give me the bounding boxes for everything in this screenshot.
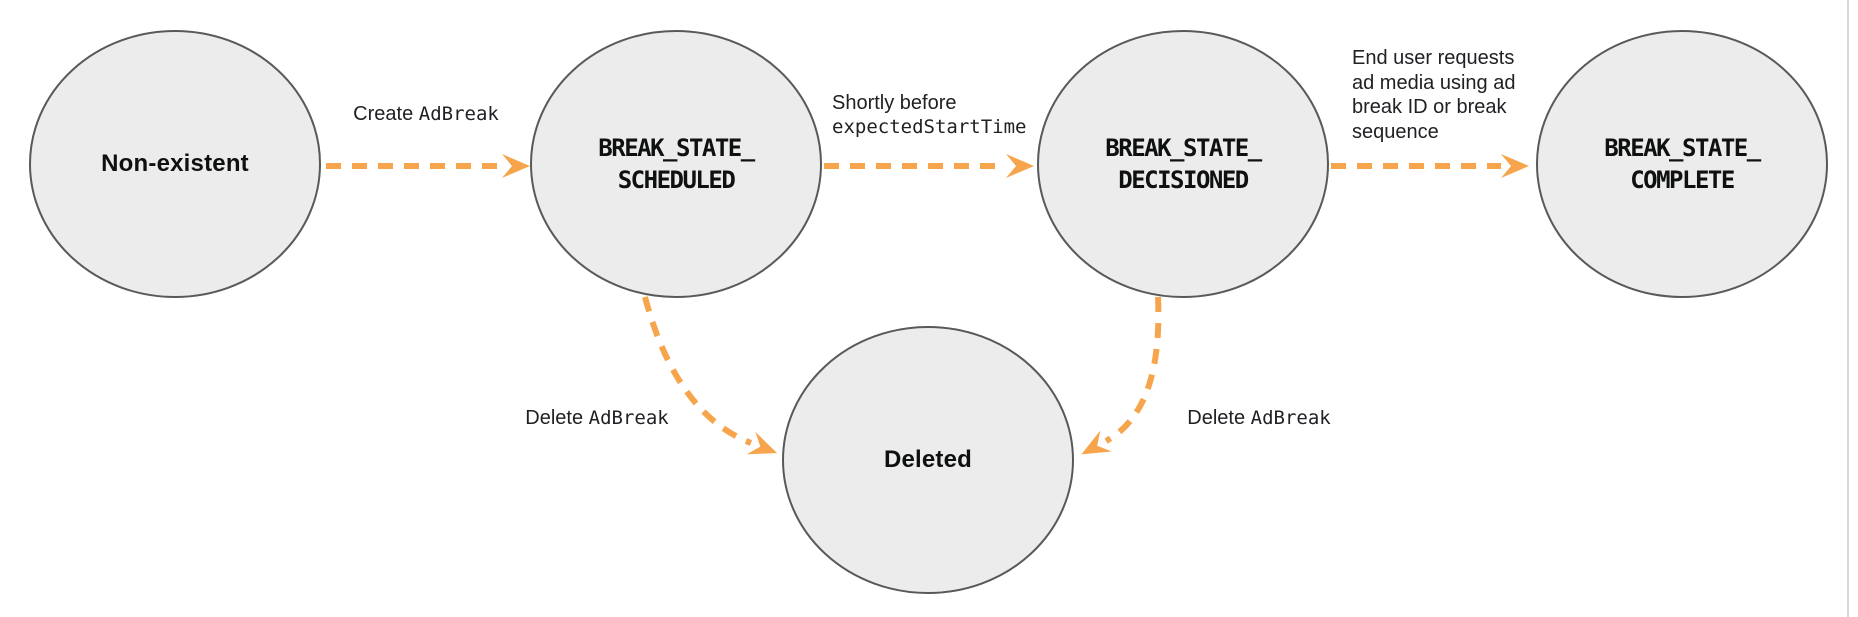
edge-arrow-delete-adbreak-from-decisioned: [1081, 296, 1162, 455]
state-circle-deleted: [782, 326, 1074, 594]
edge-label-shortly-before: Shortly before expectedStartTime: [832, 91, 1026, 139]
edge-label-code: AdBreak: [1250, 406, 1331, 429]
edge-label-end-user-requests: End user requests ad media using ad brea…: [1352, 46, 1515, 144]
edge-label-line: ad media using ad: [1352, 71, 1516, 94]
edge-label-text: Delete: [1187, 406, 1251, 429]
edge-label-code: AdBreak: [418, 102, 499, 125]
edge-label-line: sequence: [1352, 120, 1439, 143]
state-circle-break-state-decisioned: [1037, 30, 1329, 298]
edge-label-line: break ID or break: [1352, 96, 1507, 118]
edge-label-text: Shortly before: [832, 92, 957, 114]
edge-label-code: expectedStartTime: [832, 116, 1027, 138]
edge-arrow-delete-adbreak-from-scheduled: [642, 296, 778, 455]
edge-label-code: AdBreak: [588, 406, 669, 429]
state-circle-break-state-scheduled: [530, 30, 822, 298]
edge-label-text: Delete: [525, 406, 589, 429]
edge-label-text: Create: [353, 102, 419, 125]
edge-label-line: End user requests: [1352, 47, 1515, 69]
edge-label-delete-adbreak-left: Delete AdBreak: [525, 406, 668, 431]
edge-label-create-adbreak: Create AdBreak: [353, 102, 499, 127]
edge-label-delete-adbreak-right: Delete AdBreak: [1187, 406, 1330, 431]
state-circle-non-existent: [29, 30, 321, 298]
state-circle-break-state-complete: [1536, 30, 1828, 298]
